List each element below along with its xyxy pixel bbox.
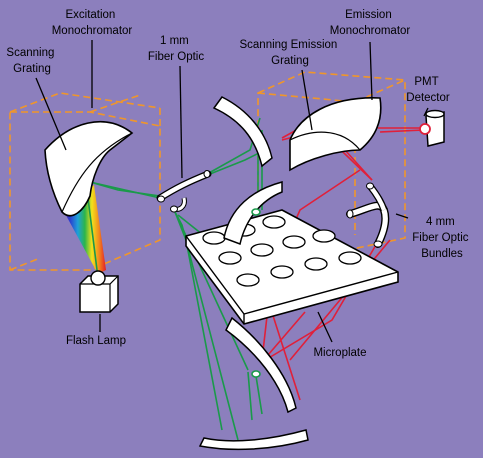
lower-mirror: [226, 318, 296, 412]
fiber-optic-bundles-4mm: [347, 183, 385, 247]
flash-lamp-label: Flash Lamp: [66, 335, 126, 347]
microplate-label: Microplate: [313, 347, 366, 359]
emission-monochromator-label: Emission Monochromator: [330, 9, 411, 37]
scanning-grating-label: Scanning Grating: [6, 47, 57, 75]
pmt-detector-label: PMT Detector: [406, 76, 450, 104]
fiber-optic-bundles-4mm-label: 4 mm Fiber Optic Bundles: [412, 216, 471, 260]
flash-lamp-icon: [80, 271, 118, 312]
pmt-cylinder-icon: [420, 111, 444, 147]
excitation-monochromator-label: Excitation Monochromator: [52, 9, 133, 37]
bottom-mirror: [200, 430, 308, 449]
fiber-optic-1mm-label: 1 mm Fiber Optic: [148, 35, 204, 63]
scanning-emission-grating-label: Scanning Emission Grating: [239, 39, 340, 67]
microplate: [186, 210, 398, 324]
fiber-optic-1mm: [158, 171, 211, 213]
top-mirror: [214, 97, 272, 166]
